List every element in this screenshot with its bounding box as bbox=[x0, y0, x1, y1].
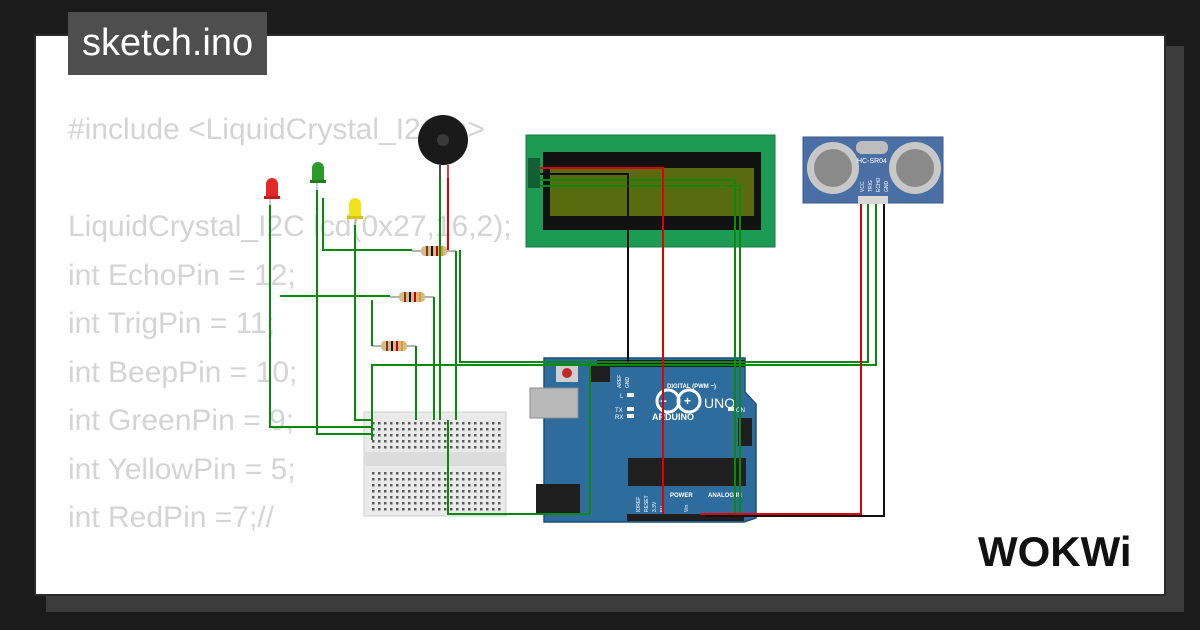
red-led bbox=[264, 178, 280, 205]
code-line: int YellowPin = 5; bbox=[68, 452, 296, 486]
resistor-1 bbox=[412, 246, 456, 256]
analog-label: ANALOG IN bbox=[708, 493, 742, 499]
v33-label: 3.3V bbox=[652, 501, 658, 512]
yellow-led bbox=[347, 198, 363, 225]
board-model-label: UNO bbox=[704, 395, 735, 411]
arduino-uno: − + UNO ARDUINO DIGITAL (PWM ~) POWER AN… bbox=[529, 357, 757, 523]
aref-label: AREF bbox=[617, 375, 623, 388]
sensor-model-label: HC-SR04 bbox=[857, 158, 887, 165]
resistor-2 bbox=[390, 292, 434, 302]
ultrasonic-sensor: HC-SR04 VCC TRIG ECHO GND bbox=[802, 136, 944, 204]
lcd-display bbox=[525, 134, 776, 248]
usb-port bbox=[529, 387, 579, 419]
svg-text:+: + bbox=[684, 394, 691, 408]
sensor-gnd-label: GND bbox=[884, 181, 890, 193]
resistor-3 bbox=[372, 341, 416, 351]
power-jack bbox=[536, 484, 580, 514]
code-line: int RedPin =7;// bbox=[68, 501, 274, 534]
gnd-label: GND bbox=[625, 377, 631, 389]
code-line: int EchoPin = 12; bbox=[68, 258, 296, 292]
wires bbox=[269, 167, 885, 517]
reset-label: RESET bbox=[644, 495, 650, 512]
buzzer bbox=[418, 115, 468, 178]
l-label: L bbox=[620, 394, 624, 400]
rx-label: RX bbox=[615, 415, 623, 421]
icsp-header bbox=[590, 366, 610, 382]
wokwi-logo: WOKWi bbox=[978, 528, 1132, 575]
code-line: int BeepPin = 10; bbox=[68, 355, 298, 389]
sensor-trig-label: TRIG bbox=[868, 180, 874, 192]
ioref-label: IOREF bbox=[636, 497, 642, 512]
digital-header bbox=[597, 360, 745, 367]
code-line: int TrigPin = 11; bbox=[68, 307, 276, 340]
power-analog-header bbox=[627, 514, 744, 521]
sensor-echo-label: ECHO bbox=[876, 177, 882, 192]
code-line: LiquidCrystal_I2C lcd(0x27,16,2); bbox=[68, 210, 512, 243]
icsp-header-2 bbox=[738, 418, 752, 446]
sensor-vcc-label: VCC bbox=[860, 181, 866, 192]
power-label: POWER bbox=[670, 493, 693, 499]
vin-label: Vin bbox=[684, 505, 690, 512]
breadboard bbox=[363, 411, 507, 517]
digital-label: DIGITAL (PWM ~) bbox=[667, 384, 716, 390]
green-led bbox=[310, 162, 326, 190]
svg-text:WOKWi: WOKWi bbox=[978, 528, 1132, 575]
atmega-chip bbox=[628, 458, 746, 486]
file-tab[interactable]: sketch.ino bbox=[68, 12, 268, 75]
board-brand-label: ARDUINO bbox=[652, 412, 694, 422]
code-line: int GreenPin = 9; bbox=[68, 404, 294, 437]
tx-label: TX bbox=[615, 408, 623, 414]
